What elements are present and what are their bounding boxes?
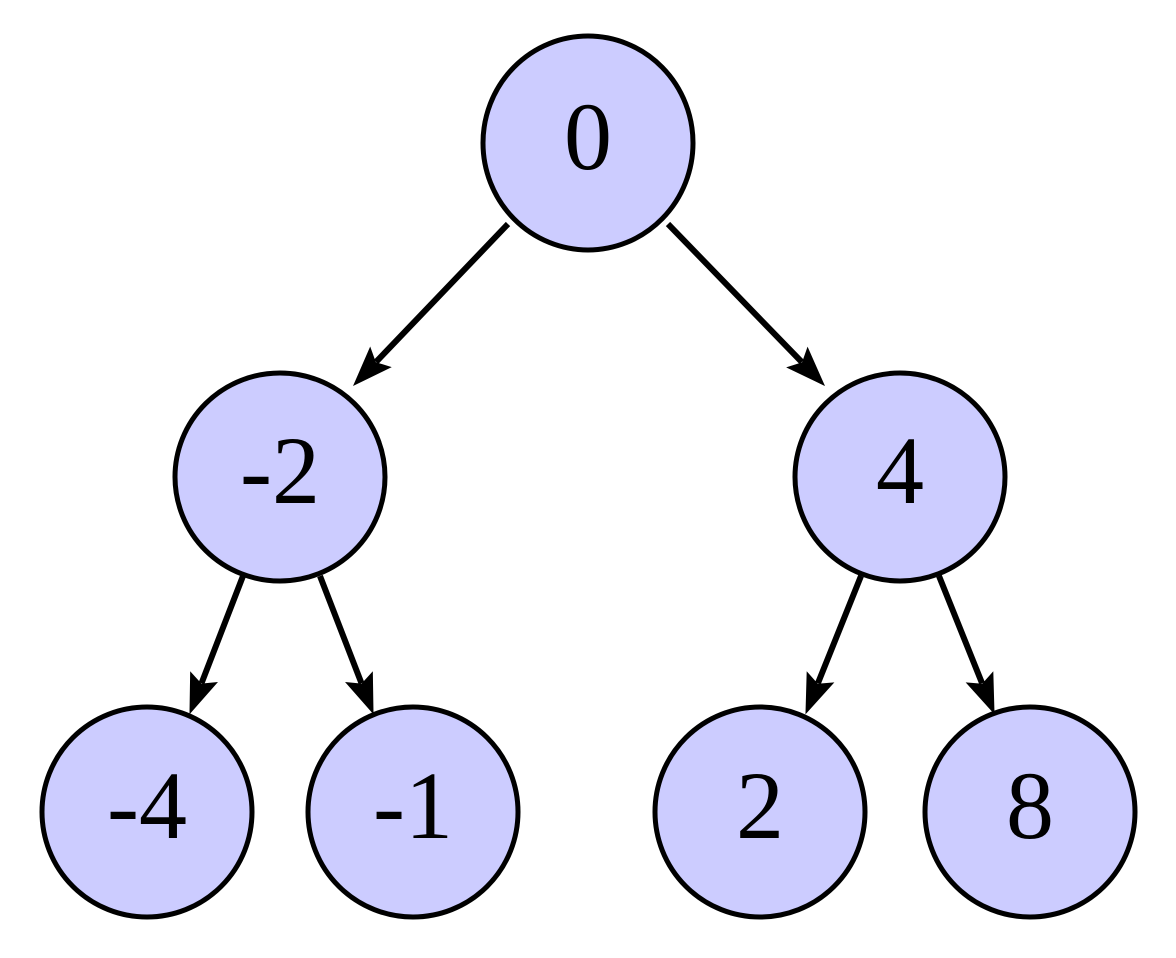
edge-0-to-4: [665, 221, 826, 387]
node-ellipse[interactable]: [480, 33, 696, 253]
arrowhead-icon: [345, 671, 374, 715]
node-ellipse[interactable]: [172, 370, 388, 584]
edges-layer: [189, 221, 995, 715]
arrowhead-icon: [189, 671, 218, 715]
tree-node-0[interactable]: 0: [480, 33, 696, 253]
node-ellipse[interactable]: [652, 704, 868, 920]
edge-shaft: [317, 574, 365, 685]
edge-4-to-2: [805, 574, 864, 715]
edge-shaft: [936, 574, 985, 685]
edge-0-to--2: [353, 221, 511, 387]
node-label: -1: [373, 752, 453, 859]
arrowhead-icon: [805, 671, 835, 715]
node-ellipse[interactable]: [39, 704, 255, 920]
edge-4-to-8: [936, 574, 995, 715]
arrowhead-icon: [353, 346, 392, 387]
node-label: 4: [876, 417, 924, 524]
tree-node-2[interactable]: 2: [652, 704, 868, 920]
tree-node-neg2[interactable]: -2: [172, 370, 388, 584]
tree-node-neg4[interactable]: -4: [39, 704, 255, 920]
tree-node-4[interactable]: 4: [792, 370, 1008, 584]
node-ellipse[interactable]: [305, 704, 521, 920]
node-label: 8: [1006, 752, 1054, 859]
edge-shaft: [815, 574, 864, 685]
edge-shaft: [665, 221, 804, 365]
node-label: 2: [736, 752, 784, 859]
node-label: -4: [107, 752, 187, 859]
edge-shaft: [373, 221, 511, 364]
tree-node-8[interactable]: 8: [922, 704, 1138, 920]
tree-node-neg1[interactable]: -1: [305, 704, 521, 920]
nodes-layer: 0 -2 4 -4 -1 2 8: [39, 33, 1138, 920]
node-label: -2: [240, 417, 320, 524]
edge-shaft: [198, 574, 246, 685]
arrowhead-icon: [965, 671, 995, 715]
edge--2-to--1: [317, 574, 374, 715]
node-ellipse[interactable]: [792, 370, 1008, 584]
node-label: 0: [564, 83, 612, 190]
arrowhead-icon: [786, 346, 826, 387]
edge--2-to--4: [189, 574, 246, 715]
node-ellipse[interactable]: [922, 704, 1138, 920]
